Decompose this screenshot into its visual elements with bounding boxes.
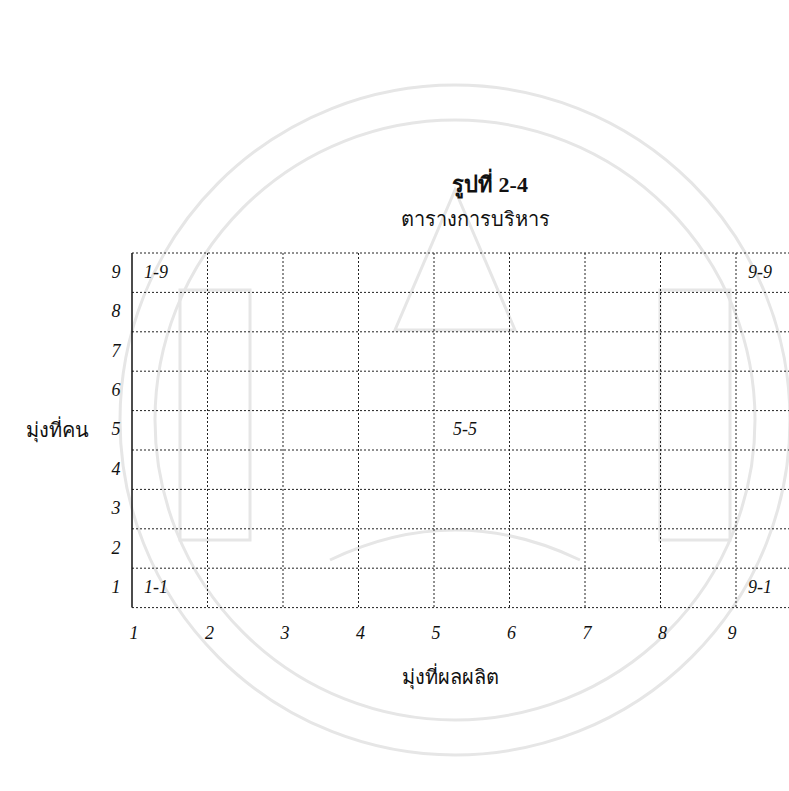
grid-cell-label: 9-1 [748, 578, 772, 598]
grid-line [736, 253, 737, 608]
grid-cell-label: 1-9 [144, 263, 168, 283]
axis-number: 3 [281, 624, 290, 644]
grid-line [132, 371, 789, 372]
grid-line [132, 568, 789, 569]
axis-number: 1 [112, 578, 121, 598]
grid-cell-label: 5-5 [453, 420, 477, 440]
axis-number: 3 [112, 499, 121, 519]
axis-number: 8 [112, 302, 121, 322]
watermark [120, 85, 789, 755]
axis-number: 5 [432, 624, 441, 644]
axis-title: มุ่งที่ผลผลิต [402, 666, 499, 688]
grid-line [132, 489, 789, 490]
grid-line [132, 607, 789, 608]
axis-number: 4 [356, 624, 365, 644]
grid-line [358, 253, 359, 608]
axis-number: 9 [728, 624, 737, 644]
axis-number: 2 [205, 624, 214, 644]
grid-line [585, 253, 586, 608]
axis-title: มุ่งที่คน [26, 419, 89, 441]
grid-line [132, 450, 789, 451]
grid-line [132, 292, 789, 293]
grid-line [132, 410, 789, 411]
grid-line [132, 253, 789, 254]
grid-line [509, 253, 510, 608]
grid-line [283, 253, 284, 608]
grid-cell-label: 1-1 [144, 578, 168, 598]
subtitle: ตารางการบริหาร [401, 208, 550, 230]
grid-line [132, 331, 789, 332]
axis-number: 2 [112, 539, 121, 559]
axis-number: 1 [130, 624, 139, 644]
axis-number: 4 [112, 460, 121, 480]
managerial-grid [132, 253, 789, 608]
axis-number: 5 [112, 420, 121, 440]
grid-line [660, 253, 661, 608]
grid-line [132, 528, 789, 529]
grid-line [207, 253, 208, 608]
axis-number: 7 [583, 624, 592, 644]
axis-number: 7 [112, 342, 121, 362]
grid-cell-label: 9-9 [748, 263, 772, 283]
axis-line [131, 253, 133, 608]
axis-number: 8 [658, 624, 667, 644]
figure-title: รูปที่ 2-4 [452, 173, 528, 197]
axis-number: 6 [507, 624, 516, 644]
axis-number: 6 [112, 381, 121, 401]
grid-line [434, 253, 435, 608]
axis-number: 9 [112, 263, 121, 283]
